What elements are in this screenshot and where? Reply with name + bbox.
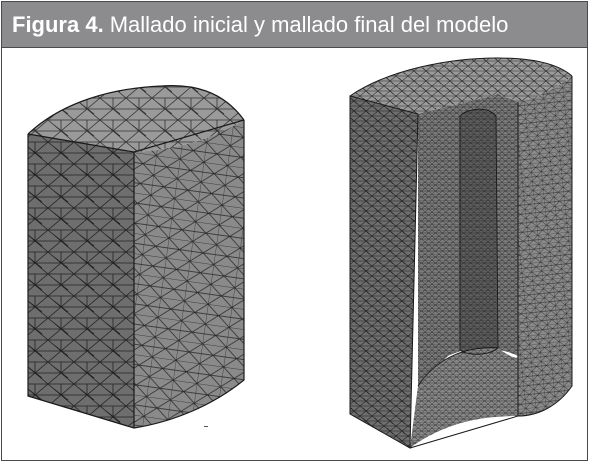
initial-mesh-image xyxy=(27,85,245,429)
figure-body xyxy=(2,48,587,460)
final-mesh-image xyxy=(349,57,573,449)
figure-caption: Mallado inicial y mallado final del mode… xyxy=(109,11,509,37)
figure-label: Figura 4. xyxy=(12,11,104,37)
stray-mark xyxy=(204,426,208,427)
figure-caption-bar: Figura 4. Mallado inicial y mallado fina… xyxy=(2,2,587,48)
